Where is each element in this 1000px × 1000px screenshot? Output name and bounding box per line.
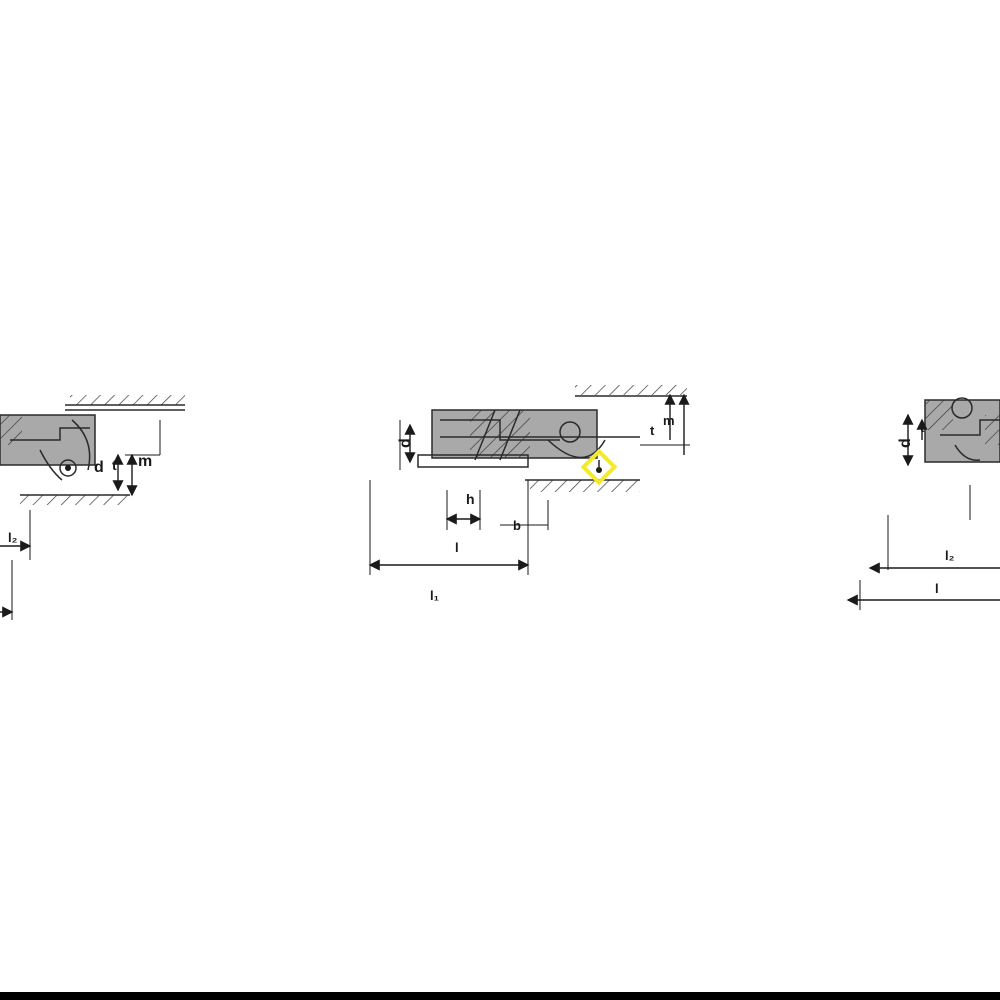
left-view: l₂ d t m: [0, 395, 185, 620]
left-hinge-body: [0, 414, 96, 481]
center-bottom-surface: [525, 479, 640, 492]
right-label-l: l: [935, 581, 939, 596]
right-label-l2: l₂: [945, 548, 955, 563]
right-hinge-body: [924, 397, 1000, 463]
center-top-surface: [575, 385, 687, 397]
left-label-l2: l₂: [8, 530, 18, 545]
left-label-m: m: [138, 453, 152, 470]
center-label-h: h: [466, 491, 475, 507]
right-label-t: t: [920, 420, 925, 435]
center-label-l: l: [455, 540, 459, 555]
bottom-border: [0, 992, 1000, 1000]
left-base-surface: [20, 494, 130, 505]
right-label-d: d: [897, 438, 914, 448]
center-label-b: b: [513, 518, 521, 533]
center-hinge-body: [417, 409, 640, 468]
center-label-m: m: [663, 413, 675, 428]
pivot-highlight: [580, 448, 618, 486]
right-view: d t l₂ l: [846, 397, 1000, 610]
left-label-t: t: [112, 457, 117, 473]
left-mounting-surface: [65, 395, 185, 411]
center-label-d: d: [397, 438, 414, 448]
center-label-l1: l₁: [430, 588, 439, 603]
center-view: d h b l l₁ t m: [368, 385, 690, 603]
left-label-d: d: [94, 459, 104, 476]
center-label-t: t: [650, 423, 655, 438]
